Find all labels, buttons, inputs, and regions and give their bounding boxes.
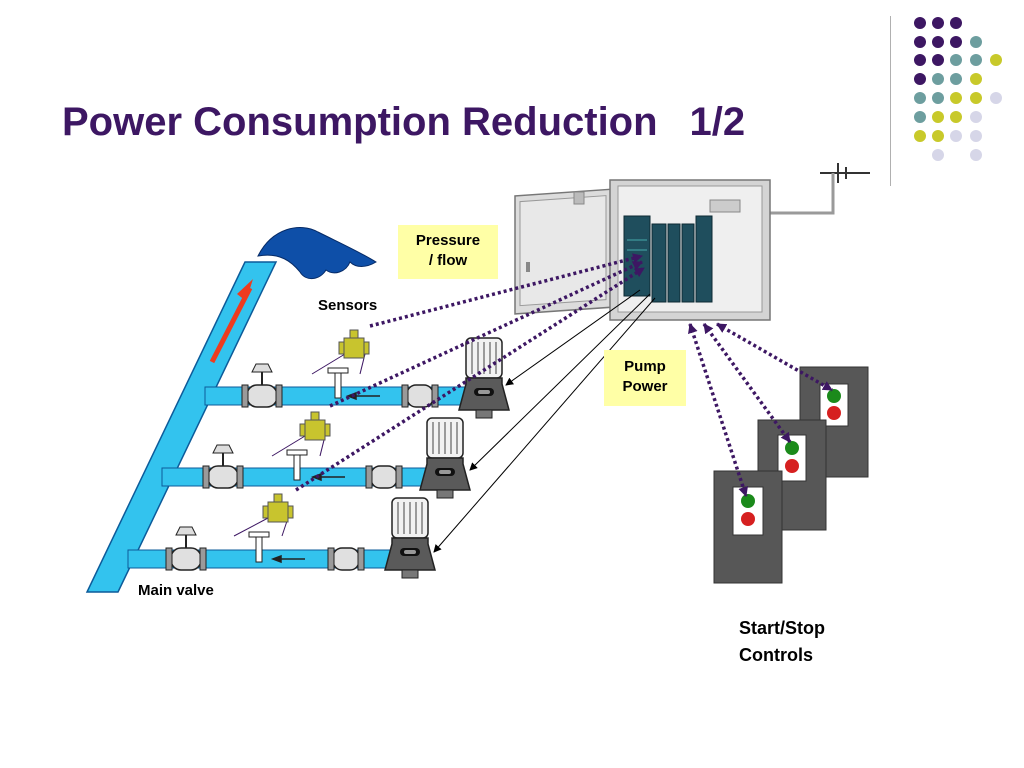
gate-valve-top [241,363,283,408]
control-cabinet [514,179,771,321]
sensor-middle [299,411,331,441]
pump-power-callout: Pump Power [604,350,686,406]
main-valve-label: Main valve [138,582,214,599]
gate-valve-middle [202,444,244,489]
sensor-data-links [295,253,645,492]
start-stop-label-line1: Start/Stop [739,618,825,638]
pump-top [458,337,510,419]
flow-direction-arrow [209,286,253,364]
page-number: 1/2 [689,100,746,144]
sensor-wires [233,353,366,537]
sensors-label: Sensors [318,297,377,314]
pressure-flow-line1: Pressure [415,232,481,249]
main-pipe [85,261,278,593]
water-splash-shape [257,227,377,279]
pump-power-lines [433,289,656,553]
pump-middle [419,417,471,499]
decorative-dots [914,17,1002,161]
pressure-flow-callout: Pressure / flow [398,225,498,279]
title-divider-line [890,16,891,186]
pump-power-line1: Pump [624,358,666,375]
pressure-flow-line2: / flow [428,252,468,269]
control-links [688,322,833,497]
slide-title: Power Consumption Reduction 1/2 [62,100,745,145]
title-text: Power Consumption Reduction [62,100,658,144]
gate-valve-bottom [165,526,207,571]
sensor-top [338,329,370,359]
power-supply-symbol [740,163,870,215]
sensor-bottom [262,493,294,523]
pump-bottom [384,497,436,579]
flow-arrow-head [237,279,253,301]
start-stop-label-line2: Controls [739,645,813,665]
pump-power-line2: Power [622,378,668,395]
check-valve-top [401,384,439,408]
check-valve-middle [365,465,403,489]
control-box-front [713,470,783,584]
check-valve-bottom [327,547,365,571]
